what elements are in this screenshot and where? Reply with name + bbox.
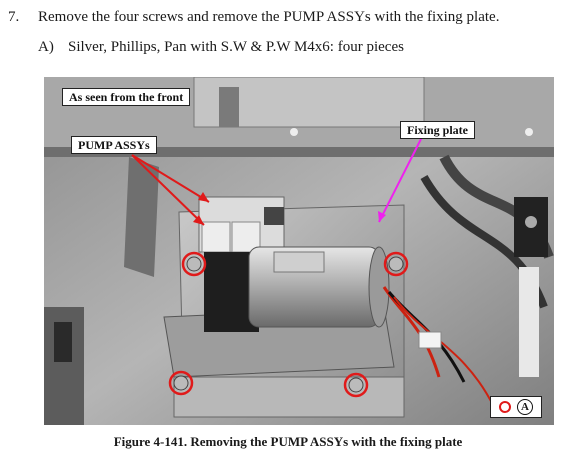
red-wire [382,286,441,378]
substep-letter: A) [38,39,54,55]
step-number: 7. [8,9,20,25]
step-text: Remove the four screws and remove the PU… [38,9,500,25]
pump-assembly-photo [44,77,554,425]
screw-marker [181,251,207,277]
base-plate [173,376,405,418]
step-instruction: 7. Remove the four screws and remove the … [8,8,499,26]
callout-front-view: As seen from the front [62,88,191,106]
figure-caption: Figure 4-141. Removing the PUMP ASSYs wi… [113,434,463,449]
screw-marker [383,251,409,277]
callout-fixing-plate: Fixing plate [400,121,476,139]
ribbon-cable [519,267,539,377]
substep-text: Silver, Phillips, Pan with S.W & P.W M4x… [68,39,404,55]
plate-pointer-arrow [378,136,423,223]
left-connector [54,322,72,362]
legend-letter: A [517,399,533,415]
screw-marker [343,372,369,398]
callout-pump-assys: PUMP ASSYs [71,136,157,154]
chassis-hole [525,128,533,136]
connector-knob [525,216,537,228]
substep-instruction: A) Silver, Phillips, Pan with S.W & P.W M… [38,38,404,56]
rail [44,147,554,157]
photo-illustration [44,77,554,425]
top-post [219,87,239,127]
screw-marker [168,370,194,396]
left-bracket [124,157,159,277]
screw-legend: A [490,396,542,418]
pump-pointer-arrows [131,154,210,226]
chassis-hole [290,128,298,136]
wire-connector [418,331,442,349]
red-circle-icon [499,401,511,413]
